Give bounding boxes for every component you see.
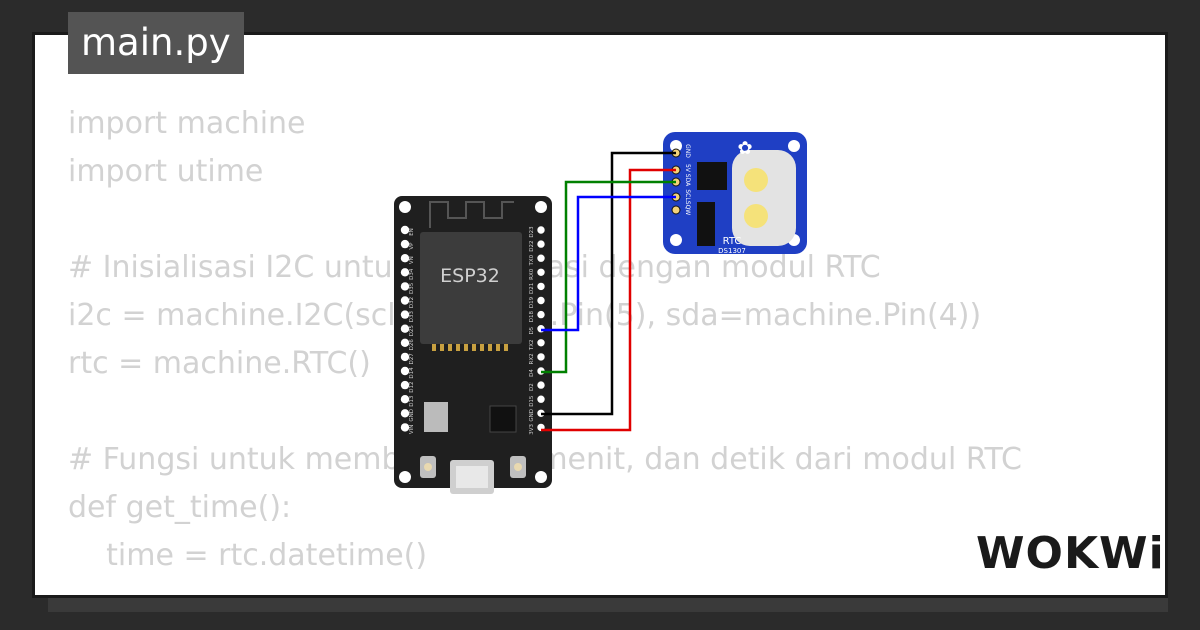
file-title: main.py: [68, 12, 244, 74]
esp32-pin-label: D33: [409, 310, 415, 322]
code-line: time = rtc.datetime(): [68, 538, 428, 573]
esp32-pin-label: D15: [529, 395, 535, 407]
esp32-pin-label: D35: [409, 282, 415, 294]
esp32-label: ESP32: [440, 265, 500, 287]
esp32-pin-hole[interactable]: [536, 309, 546, 320]
code-line: import machine: [68, 106, 306, 141]
esp32-pin-hole[interactable]: [400, 239, 410, 249]
esp32-pin-label: D5: [529, 326, 535, 334]
esp32-pin-hole[interactable]: [536, 253, 546, 263]
esp32-pin-hole[interactable]: [536, 239, 546, 249]
esp32-pin-label: D18: [529, 310, 535, 322]
esp32-pin-label: VIN: [409, 425, 415, 435]
wokwi-logo: WOKWi: [976, 528, 1165, 579]
esp32-pin-hole[interactable]: [400, 324, 410, 333]
esp32-pin-hole[interactable]: [400, 268, 410, 277]
esp32-pin-label: TX0: [529, 254, 535, 266]
esp32-pin-label: GND: [409, 409, 415, 422]
rtc-pin-label: SQW: [684, 201, 691, 216]
esp32-pin-hole[interactable]: [400, 225, 410, 235]
esp32-pin-hole[interactable]: [536, 338, 546, 348]
esp32-pin-hole[interactable]: [400, 409, 410, 418]
esp32-pin-label: D4: [529, 369, 535, 377]
esp32-pin-hole[interactable]: [400, 282, 410, 291]
rtc-pin-label: GND: [684, 144, 691, 158]
esp32-pin-label: D25: [409, 325, 415, 337]
esp32-pin-hole[interactable]: [536, 324, 546, 334]
esp32-pin-label: D14: [409, 367, 415, 379]
rtc-label: RTC: [723, 236, 742, 247]
rtc-pin-label: 5V: [684, 164, 691, 173]
esp32-pin-label: D32: [409, 297, 415, 308]
esp32-pin-label: TX2: [529, 339, 535, 351]
wire-scl: [541, 195, 676, 332]
esp32-pin-hole[interactable]: [536, 394, 546, 404]
code-line: import utime: [68, 154, 264, 189]
esp32-pin-label: 3V3: [529, 424, 535, 435]
esp32-pin-label: D13: [409, 395, 415, 407]
rtc-pin-label: SCL: [684, 189, 691, 201]
esp32-pin-label: EN: [409, 228, 415, 236]
svg-text:✿: ✿: [737, 138, 752, 159]
esp32-pin-hole[interactable]: [400, 338, 410, 347]
esp32-pin-hole[interactable]: [536, 352, 546, 362]
esp32-pin-label: D26: [409, 339, 415, 351]
esp32-pin-hole[interactable]: [400, 310, 410, 319]
preview-frame: [32, 32, 1168, 598]
esp32-pin-label: D34: [409, 268, 415, 280]
esp32-board[interactable]: ESP32 ENVPVND34D35D32D33D25D26D27D14D12D…: [394, 196, 552, 494]
esp32-pin-label: RX2: [529, 353, 535, 364]
esp32-pin-hole[interactable]: [536, 295, 546, 306]
code-line: def get_time():: [68, 490, 292, 525]
esp32-pin-hole[interactable]: [536, 380, 546, 390]
esp32-pin-label: D19: [529, 296, 535, 308]
code-line: rtc = machine.RTC(): [68, 346, 371, 381]
esp32-pin-label: D23: [529, 226, 535, 238]
esp32-pin-label: D22: [529, 240, 535, 251]
esp32-pin-label: D2: [529, 383, 535, 391]
esp32-pin-label: GND: [529, 409, 535, 422]
esp32-pin-hole[interactable]: [536, 281, 546, 292]
wire-sda: [541, 180, 676, 374]
esp32-pin-hole[interactable]: [536, 225, 546, 235]
rtc-pin-label: SDA: [684, 174, 691, 187]
rtc-pin[interactable]: [671, 205, 681, 215]
esp32-pin-label: VP: [409, 242, 415, 250]
esp32-pin-label: D27: [409, 353, 415, 365]
esp32-pin-label: D21: [529, 283, 535, 294]
esp32-pin-label: D12: [409, 381, 415, 392]
esp32-pin-hole[interactable]: [400, 366, 410, 376]
esp32-pin-hole[interactable]: [400, 380, 410, 390]
esp32-pin-label: VN: [409, 256, 415, 264]
esp32-pin-hole[interactable]: [536, 267, 546, 277]
wire-gnd: [541, 151, 676, 416]
esp32-pin-hole[interactable]: [400, 395, 410, 404]
esp32-pin-hole[interactable]: [400, 296, 410, 305]
wire-vcc: [541, 168, 676, 432]
esp32-pin-hole[interactable]: [400, 352, 410, 362]
wires: [541, 151, 676, 432]
esp32-pin-hole[interactable]: [400, 423, 410, 432]
esp32-pin-label: RX0: [529, 268, 535, 280]
esp32-pin-hole[interactable]: [400, 254, 410, 263]
rtc-chip-label: DS1307: [718, 247, 746, 255]
